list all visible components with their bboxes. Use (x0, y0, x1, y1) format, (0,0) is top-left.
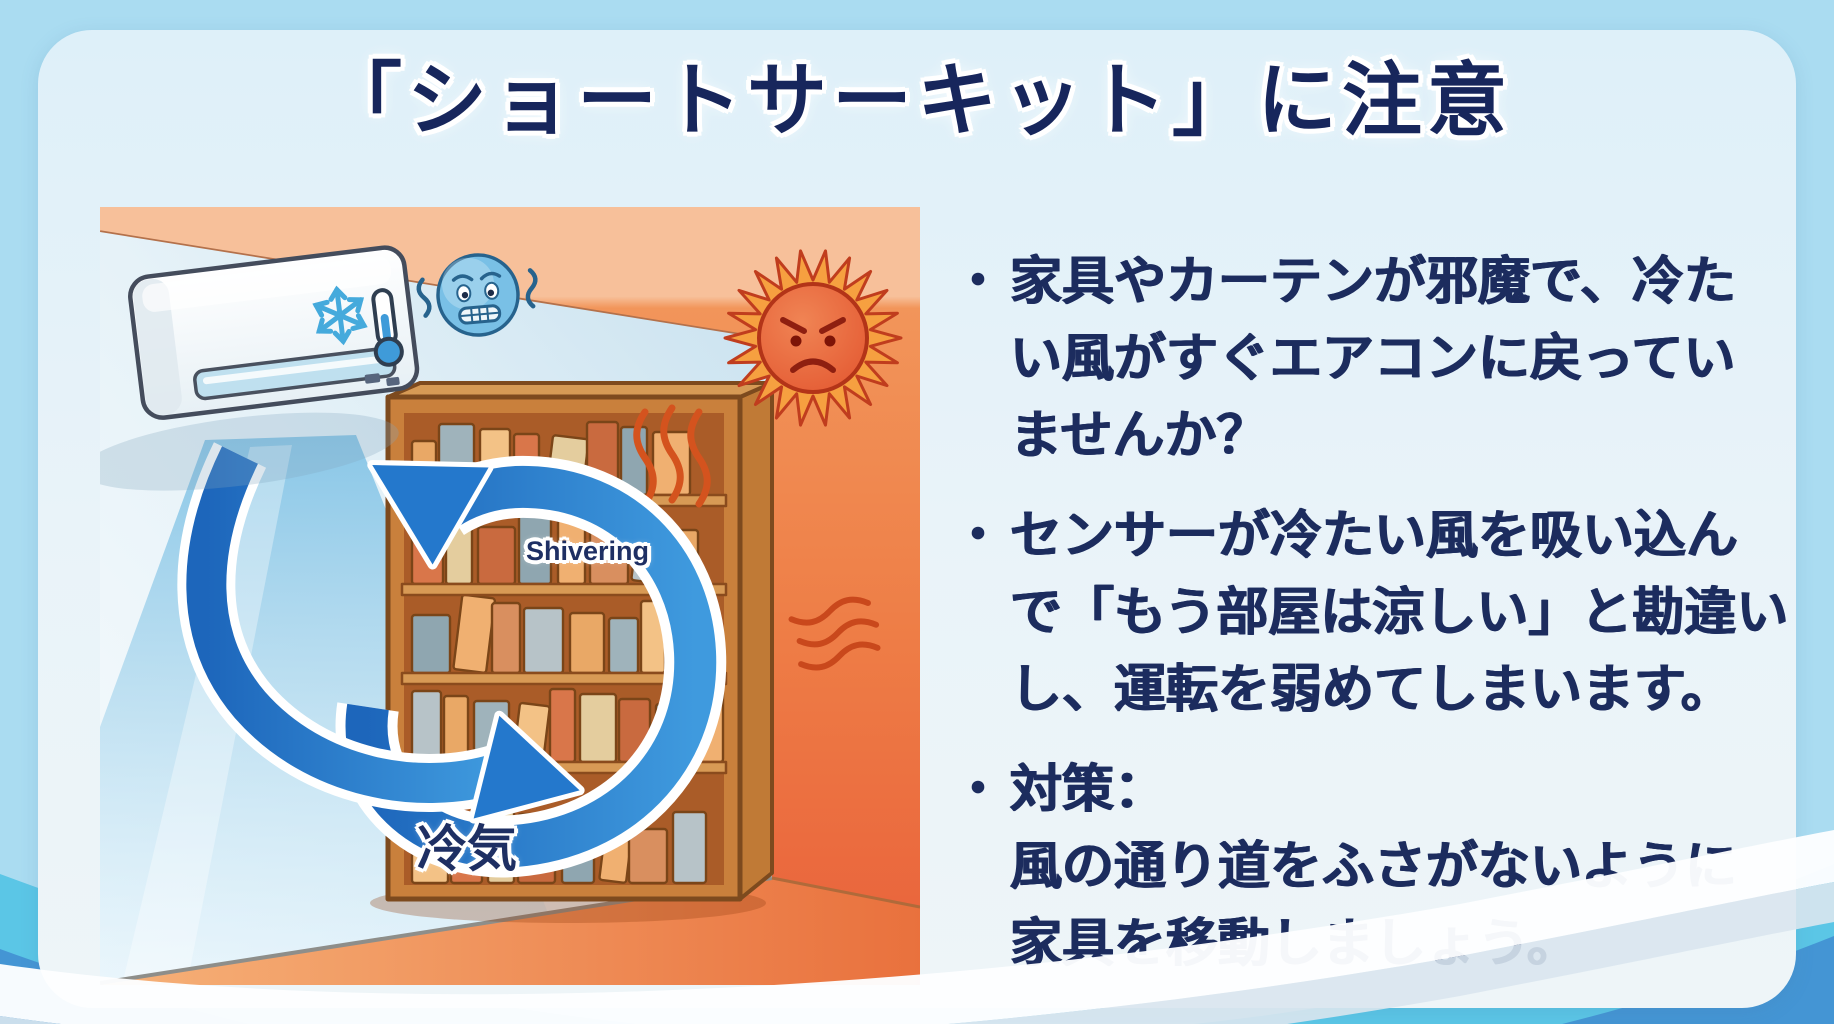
bullet-line: 対策： (1010, 761, 1167, 819)
bullet-line: センサーが冷たい風を吸い込ん (1010, 507, 1739, 565)
snowflake-icon (312, 285, 368, 346)
shiver-lines (416, 268, 538, 318)
bullet-item: ・ 対策： 風の通り道をふさがないように 家具を移動しましょう。 (952, 752, 1816, 983)
sun-face (780, 317, 846, 373)
bullet-list: ・ 家具やカーテンが邪魔で、冷た い風がすぐエアコンに戻ってい ませんか？ ・ … (952, 244, 1816, 1006)
bullet-item: ・ センサーが冷たい風を吸い込ん で「もう部屋は涼しい」と勘違い し、運転を弱め… (952, 498, 1816, 729)
thermometer-icon (371, 288, 404, 367)
bullet-line: 家具を移動しましょう。 (1010, 915, 1579, 973)
ac-indicator (364, 373, 381, 384)
emoji-gritted-teeth (458, 304, 502, 325)
bullet-item: ・ 家具やカーテンが邪魔で、冷た い風がすぐエアコンに戻ってい ませんか？ (952, 244, 1816, 475)
shivering-emoji-icon (416, 253, 538, 337)
circular-return-arrow-icon (335, 455, 727, 878)
bullet-line: 風の通り道をふさがないように (1010, 838, 1737, 896)
bullet-line: で「もう部屋は涼しい」と勘違い (1010, 584, 1789, 642)
heat-waves-icon (633, 404, 711, 508)
angry-sun-icon (723, 249, 903, 427)
bullet-line: 家具やカーテンが邪魔で、冷た (1010, 253, 1736, 311)
bullet-line: い風がすぐエアコンに戻ってい (1010, 330, 1736, 388)
ac-indicator (386, 376, 400, 387)
bullet-line: ませんか？ (1010, 407, 1269, 465)
shivering-label: Shivering (525, 536, 650, 566)
emoji-brows (451, 271, 502, 282)
bullet-marker: ・ (952, 507, 1005, 565)
heat-waves-right-icon (788, 596, 881, 671)
bullet-marker: ・ (952, 761, 1005, 819)
bullet-line: し、運転を弱めてしまいます。 (1010, 661, 1733, 719)
room-illustration: 冷気 Shivering (100, 207, 920, 985)
bullet-marker: ・ (952, 253, 1005, 311)
page-title: 「ショートサーキット」に注意 (322, 56, 1512, 145)
ac-shadow (100, 412, 399, 491)
cold-air-label: 冷気 (417, 821, 517, 877)
ac-unit (100, 245, 420, 491)
cold-air-flow-arrow-icon (177, 442, 585, 824)
